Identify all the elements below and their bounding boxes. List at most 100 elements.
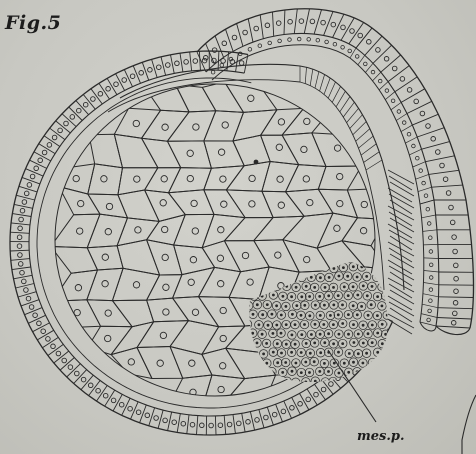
epithelial-cell-wall [197, 416, 198, 435]
yolk-cell [202, 241, 240, 272]
mesoderm-nucleus [356, 313, 359, 316]
yolk-nucleus [128, 359, 134, 365]
mesoderm-nucleus [290, 295, 293, 298]
flap-cell-wall [436, 326, 470, 328]
flap-cell-wall [395, 77, 417, 92]
mesoderm-cell [372, 367, 381, 376]
mesoderm-nucleus [314, 323, 317, 326]
mesoderm-nucleus [291, 275, 294, 278]
yolk-nucleus [191, 200, 197, 206]
yolk-nucleus [162, 124, 168, 130]
mesoderm-nucleus [333, 362, 336, 365]
fold-column-wall [390, 272, 412, 286]
yolk-nucleus [160, 200, 166, 206]
epithelial-nucleus [255, 418, 260, 423]
epithelial-nucleus [81, 377, 86, 382]
yolk-nucleus [193, 124, 199, 130]
flap-nucleus [453, 311, 458, 316]
mesoderm-nucleus [370, 303, 373, 306]
flap-cell-wall [438, 308, 473, 309]
flap-nucleus [341, 25, 346, 30]
mesoderm-cell [363, 369, 372, 378]
yolk-nucleus [301, 146, 307, 152]
mesoderm-nucleus [295, 304, 298, 307]
flap-nucleus [358, 33, 363, 38]
mesoderm-nucleus [303, 304, 306, 307]
mesoderm-cell [245, 359, 254, 368]
flap-nucleus [452, 235, 457, 240]
mesoderm-cell [334, 253, 343, 262]
mesoderm-nucleus [313, 286, 316, 289]
mesoderm-nucleus [366, 294, 369, 297]
flap-inner-cell-wall [418, 187, 432, 191]
yolk-nucleus [242, 252, 248, 258]
flap-inner-cell-wall [424, 283, 439, 285]
flap-nucleus [211, 70, 215, 74]
mesoderm-nucleus [258, 323, 261, 326]
mesoderm-cell [249, 273, 258, 282]
yolk-nucleus [337, 173, 343, 179]
flap-nucleus [316, 38, 320, 42]
yolk-nucleus [278, 202, 284, 208]
mesoderm-nucleus [376, 295, 379, 298]
yolk-nucleus [334, 225, 340, 231]
mesoderm-nucleus [257, 286, 260, 289]
flap-inner-cell-wall [422, 215, 436, 218]
mesoderm-cell [386, 339, 395, 348]
columnar-striation [340, 97, 350, 112]
mesoderm-nucleus [385, 370, 388, 373]
yolk-cell [204, 190, 245, 218]
mesoderm-nucleus [271, 313, 274, 316]
flap-nucleus [307, 38, 311, 42]
epithelial-nucleus [130, 74, 135, 79]
mesoderm-nucleus [275, 379, 278, 382]
mesoderm-nucleus [275, 324, 278, 327]
flap-cell-wall [437, 318, 472, 320]
epithelial-nucleus [190, 422, 195, 427]
columnar-striation [305, 67, 306, 83]
flap-cell-wall [425, 156, 454, 162]
mesoderm-nucleus [348, 257, 351, 260]
yolk-nucleus [135, 227, 141, 233]
yolk-nucleus [276, 144, 282, 150]
yolk-nucleus [275, 252, 281, 258]
mesoderm-nucleus [356, 276, 359, 279]
epithelial-nucleus [96, 388, 101, 393]
epithelial-nucleus [281, 409, 286, 414]
mesoderm-nucleus [256, 303, 259, 306]
flap-cell-wall [381, 55, 401, 72]
epithelial-cell-wall [233, 415, 235, 434]
flap-nucleus [392, 66, 397, 71]
epithelial-nucleus [64, 121, 69, 126]
mesoderm-cell [288, 272, 297, 281]
epithelial-nucleus [272, 412, 277, 417]
mesoderm-nucleus [327, 294, 330, 297]
mesoderm-cell [273, 282, 282, 291]
mesoderm-nucleus [280, 314, 283, 317]
mesoderm-nucleus [251, 332, 254, 335]
mesoderm-nucleus [347, 371, 350, 374]
flap-nucleus [450, 220, 455, 225]
epithelial-cell-wall [14, 204, 33, 208]
epithelial-nucleus [246, 420, 251, 425]
mesoderm-cell [273, 263, 282, 272]
mesoderm-nucleus [271, 256, 274, 259]
mesoderm-cell [245, 283, 254, 292]
mesoderm-nucleus [242, 294, 245, 297]
yolk-cell [204, 166, 244, 190]
epithelial-cell-wall [187, 415, 189, 434]
mesoderm-nucleus [300, 371, 303, 374]
flap-nucleus [254, 26, 259, 31]
yolk-cell [142, 110, 190, 141]
mesoderm-cell [278, 272, 287, 281]
flap-inner-cell-wall [396, 114, 407, 121]
mesoderm-nucleus [324, 266, 327, 269]
mesoderm-nucleus [319, 257, 322, 260]
yolk-cell [202, 82, 243, 112]
epithelial-nucleus [163, 418, 168, 423]
flap-cell-wall [333, 14, 344, 37]
mesoderm-nucleus [376, 256, 379, 259]
flap-nucleus [454, 263, 459, 268]
yolk-cell [225, 375, 276, 407]
mesoderm-cells [239, 253, 400, 395]
